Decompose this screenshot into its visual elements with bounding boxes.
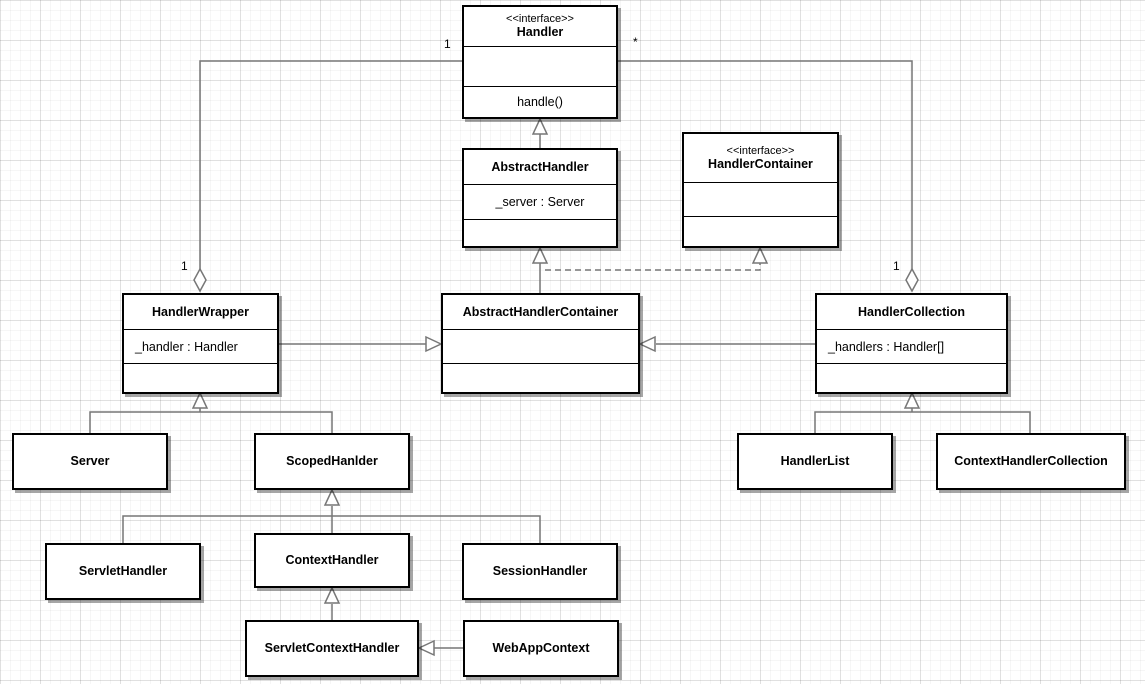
attributes-section: _handlers : Handler[]	[817, 329, 1006, 363]
multiplicity-label: 1	[893, 259, 900, 273]
generalization-arrowhead	[638, 335, 656, 353]
class-name: WebAppContext	[492, 641, 590, 655]
class-name-section: HandlerCollection	[817, 295, 1006, 329]
class-name: HandlerContainer	[708, 156, 813, 171]
class-name-section: AbstractHandlerContainer	[443, 295, 638, 329]
aggregation-handlerwrapper-handler	[199, 60, 463, 269]
operations-section	[124, 363, 277, 392]
multiplicity-label: *	[633, 35, 638, 49]
attributes-section	[464, 46, 616, 86]
class-name: HandlerWrapper	[151, 304, 249, 319]
generalization-arrowhead	[417, 639, 435, 657]
generalization-arrowhead	[191, 391, 209, 409]
class-name: HandlerCollection	[858, 304, 965, 319]
aggregation-diamond	[193, 267, 207, 293]
stereotype-label: <<interface>>	[506, 13, 574, 25]
class-name: ScopedHanlder	[286, 454, 378, 468]
operations-section	[443, 363, 638, 392]
class-name: ServletHandler	[78, 564, 168, 578]
operations-section	[817, 363, 1006, 392]
class-servletcontexthandler[interactable]: ServletContextHandler	[245, 620, 419, 677]
class-abstracthandler[interactable]: AbstractHandler _server : Server	[462, 148, 618, 248]
class-abstracthandlercontainer[interactable]: AbstractHandlerContainer	[441, 293, 640, 394]
attributes-section	[443, 329, 638, 363]
realization-abstracthandlercontainer-handlercontainer	[545, 263, 761, 271]
class-scopedhandler[interactable]: ScopedHanlder	[254, 433, 410, 490]
realization-arrowhead	[751, 246, 769, 264]
class-name-section: <<interface>> HandlerContainer	[684, 134, 837, 182]
class-server[interactable]: Server	[12, 433, 168, 490]
generalization-tree-handlerwrapper	[89, 396, 333, 433]
operation-handle: handle()	[517, 95, 563, 109]
class-name-section: AbstractHandler	[464, 150, 616, 184]
class-servlethandler[interactable]: ServletHandler	[45, 543, 201, 600]
attribute-handler: _handler : Handler	[135, 339, 238, 354]
operations-section	[684, 216, 837, 246]
class-name-section: HandlerWrapper	[124, 295, 277, 329]
generalization-tree-handlercollection	[814, 396, 1031, 433]
class-name: Server	[70, 454, 110, 468]
generalization-arrowhead	[903, 391, 921, 409]
class-name: ContextHandlerCollection	[954, 454, 1108, 468]
attributes-section: _handler : Handler	[124, 329, 277, 363]
attributes-section: _server : Server	[464, 184, 616, 219]
class-name: HandlerList	[780, 454, 850, 468]
class-contexthandlercollection[interactable]: ContextHandlerCollection	[936, 433, 1126, 490]
class-handlercontainer[interactable]: <<interface>> HandlerContainer	[682, 132, 839, 248]
generalization-arrowhead	[323, 488, 341, 506]
generalization-arrowhead	[323, 586, 341, 604]
class-handler[interactable]: <<interface>> Handler handle()	[462, 5, 618, 119]
class-contexthandler[interactable]: ContextHandler	[254, 533, 410, 588]
aggregation-diamond	[905, 267, 919, 293]
aggregation-handlercollection-handler	[617, 60, 913, 269]
generalization-arrowhead	[531, 246, 549, 264]
class-handlerlist[interactable]: HandlerList	[737, 433, 893, 490]
class-webappcontext[interactable]: WebAppContext	[463, 620, 619, 677]
class-sessionhandler[interactable]: SessionHandler	[462, 543, 618, 600]
generalization-arrowhead	[531, 117, 549, 135]
multiplicity-label: 1	[181, 259, 188, 273]
attributes-section	[684, 182, 837, 216]
class-name: ServletContextHandler	[264, 641, 400, 655]
class-name: SessionHandler	[492, 564, 588, 578]
class-name-section: <<interface>> Handler	[464, 7, 616, 46]
operations-section: handle()	[464, 86, 616, 117]
class-name: Handler	[516, 25, 564, 39]
class-name: AbstractHandler	[491, 159, 589, 174]
operations-section	[464, 219, 616, 246]
class-handlercollection[interactable]: HandlerCollection _handlers : Handler[]	[815, 293, 1008, 394]
class-name: AbstractHandlerContainer	[462, 304, 619, 319]
class-name: ContextHandler	[285, 553, 379, 567]
generalization-tree-scopedhandler	[122, 506, 541, 543]
generalization-arrowhead	[425, 335, 443, 353]
multiplicity-label: 1	[444, 37, 451, 51]
attribute-handlers: _handlers : Handler[]	[828, 339, 945, 354]
stereotype-label: <<interface>>	[726, 144, 795, 157]
attribute-server: _server : Server	[495, 195, 585, 209]
class-handlerwrapper[interactable]: HandlerWrapper _handler : Handler	[122, 293, 279, 394]
